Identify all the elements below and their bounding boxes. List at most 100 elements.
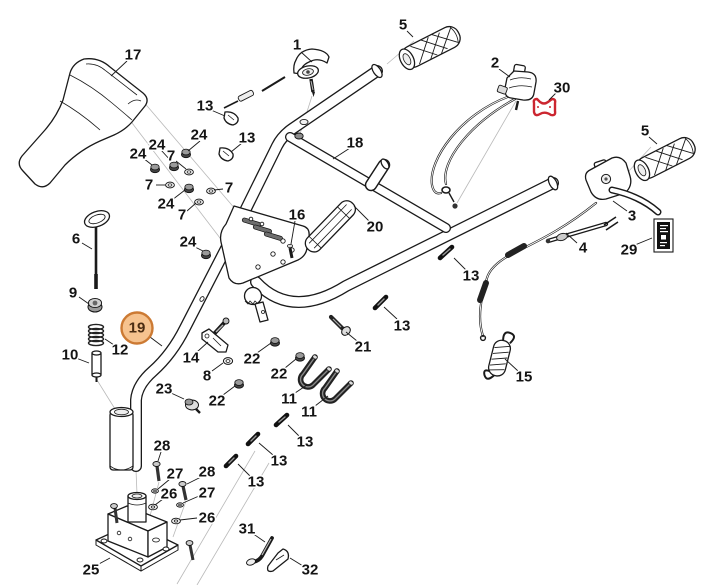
leader-line [353, 205, 370, 222]
part-number: 27 [199, 485, 216, 502]
part-label-18[interactable]: 18 [332, 133, 365, 160]
leader-line [284, 358, 297, 369]
part-label-15[interactable]: 15 [504, 358, 534, 387]
part-label-12[interactable]: 12 [104, 338, 130, 360]
part-number: 25 [83, 562, 100, 579]
part-number: 31 [239, 521, 256, 538]
part-label-26[interactable]: 26 [179, 508, 217, 528]
part-label-24[interactable]: 24 [187, 125, 209, 152]
part-label-13[interactable]: 13 [195, 96, 226, 117]
part-label-26[interactable]: 26 [154, 484, 179, 506]
part-number: 24 [158, 196, 175, 213]
part-label-5[interactable]: 5 [397, 15, 414, 38]
part-label-13[interactable]: 13 [230, 128, 257, 153]
clutch-cable [477, 201, 598, 342]
part-label-13[interactable]: 13 [383, 306, 412, 336]
part-label-16[interactable]: 16 [287, 205, 307, 245]
part-label-24[interactable]: 24 [128, 144, 153, 166]
part-label-24[interactable]: 24 [147, 135, 172, 162]
part-number: 19 [129, 320, 146, 337]
leader-line [213, 188, 224, 191]
part-label-11[interactable]: 11 [300, 395, 329, 422]
part-number: 23 [156, 381, 173, 398]
leader-line [171, 189, 186, 201]
part-label-31[interactable]: 31 [237, 519, 266, 543]
part-12-spring [87, 323, 105, 347]
part-label-13[interactable]: 13 [453, 257, 481, 286]
part-label-2[interactable]: 2 [489, 53, 511, 78]
leader-line [81, 242, 93, 250]
part-label-20[interactable]: 20 [353, 205, 385, 237]
part-number: 21 [355, 339, 372, 356]
part-number: 28 [154, 438, 171, 455]
part-label-13[interactable]: 13 [287, 424, 315, 452]
part-16-pin [286, 243, 293, 248]
part-label-4[interactable]: 4 [565, 232, 589, 258]
part-label-11[interactable]: 11 [280, 384, 308, 409]
part-25-base-bracket [95, 491, 195, 572]
part-number: 14 [183, 350, 200, 367]
leader-line [290, 220, 296, 245]
part-label-29[interactable]: 29 [619, 237, 653, 260]
leader-line [154, 498, 164, 506]
leader-line [222, 385, 236, 396]
part-label-23[interactable]: 23 [154, 379, 185, 400]
leader-line [294, 384, 308, 394]
part-label-19[interactable]: 19 [120, 311, 163, 347]
part-label-22[interactable]: 22 [242, 342, 272, 369]
part-label-28[interactable]: 28 [186, 462, 217, 485]
part-label-8[interactable]: 8 [201, 362, 224, 386]
part-32-bracket [266, 548, 290, 573]
leader-line [186, 476, 202, 485]
part-label-30[interactable]: 30 [548, 78, 572, 101]
leader-line [332, 147, 351, 160]
part-label-3[interactable]: 3 [612, 200, 638, 226]
part-label-7[interactable]: 7 [176, 202, 197, 225]
part-number: 7 [145, 177, 153, 194]
part-number: 3 [628, 208, 636, 225]
part-label-25[interactable]: 25 [81, 557, 111, 580]
part-label-7[interactable]: 7 [213, 178, 235, 198]
part-number: 13 [271, 453, 288, 470]
part-28-bolts [152, 461, 188, 501]
alignment-lines [96, 40, 652, 585]
part-label-10[interactable]: 10 [60, 345, 90, 365]
part-label-13[interactable]: 13 [258, 442, 289, 471]
leader-line [648, 136, 658, 145]
part-label-5[interactable]: 5 [639, 121, 658, 145]
part-number: 24 [191, 127, 208, 144]
part-label-14[interactable]: 14 [181, 341, 209, 368]
part-19-handlebar-tube [130, 63, 559, 472]
leader-line [157, 451, 162, 462]
part-label-32[interactable]: 32 [289, 557, 320, 580]
part-label-22[interactable]: 22 [269, 358, 297, 384]
part-number: 10 [62, 347, 79, 364]
part-label-1[interactable]: 1 [291, 35, 313, 63]
part-label-17[interactable]: 17 [110, 45, 143, 77]
part-number: 29 [621, 242, 638, 259]
tube-elbow-hardware [294, 118, 309, 140]
leader-line [287, 424, 300, 437]
part-label-6[interactable]: 6 [70, 229, 93, 250]
part-label-7[interactable]: 7 [143, 175, 166, 195]
part-label-24[interactable]: 24 [156, 189, 186, 214]
part-3-brake-lever [584, 156, 662, 216]
part-label-7[interactable]: 7 [165, 146, 187, 170]
leader-line [548, 92, 557, 101]
part-number: 26 [161, 486, 178, 503]
part-number: 28 [199, 464, 216, 481]
part-number: 13 [248, 474, 265, 491]
part-label-21[interactable]: 21 [345, 331, 373, 357]
part-number: 5 [641, 123, 649, 140]
part-label-9[interactable]: 9 [67, 283, 90, 305]
part-label-27[interactable]: 27 [182, 483, 217, 504]
leader-line [230, 142, 243, 153]
part-label-13[interactable]: 13 [237, 463, 266, 492]
part-label-28[interactable]: 28 [152, 436, 172, 462]
part-number: 24 [130, 146, 147, 163]
leader-line [182, 495, 200, 504]
part-label-24[interactable]: 24 [178, 232, 204, 252]
part-label-27[interactable]: 27 [157, 464, 185, 490]
part-number: 32 [302, 562, 319, 579]
part-label-22[interactable]: 22 [207, 385, 236, 411]
